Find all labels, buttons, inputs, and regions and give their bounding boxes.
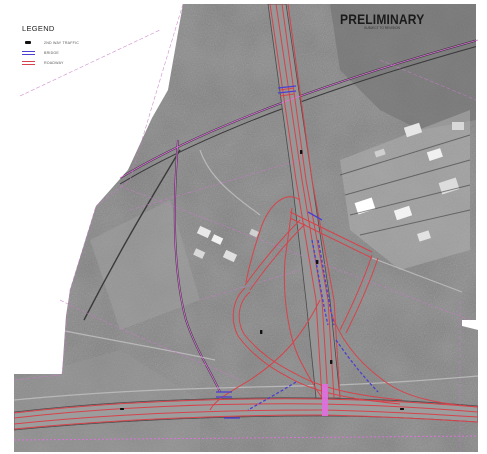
- proposed-roadways: [13, 3, 479, 430]
- legend-label-roadway: ROADWAY: [44, 61, 64, 65]
- legend-item-bridge: BRIDGE: [22, 49, 142, 57]
- freeway-pavement: [14, 397, 478, 431]
- legend-title: LEGEND: [22, 24, 55, 33]
- parcel-lines: [13, 3, 477, 452]
- legend-item-roadway: ROADWAY: [22, 59, 142, 67]
- local-roads: [14, 149, 478, 401]
- industrial-area: [339, 110, 471, 270]
- legend-item-traffic: 2ND WAY TRAFFIC: [22, 39, 142, 47]
- building-cluster: [193, 225, 259, 263]
- legend-label-traffic: 2ND WAY TRAFFIC: [44, 41, 80, 45]
- legend: LEGEND 2ND WAY TRAFFIC BRIDGE ROADWAY: [22, 24, 142, 69]
- stamp-subtitle: SUBJECT TO REVISION: [364, 26, 400, 30]
- bridge-line-icon: [22, 51, 35, 55]
- interchange-structure: [322, 384, 328, 416]
- roadway-line-icon: [22, 61, 35, 65]
- arrow-icon: [22, 41, 35, 44]
- traffic-direction-marks: [120, 150, 404, 410]
- preliminary-stamp: PRELIMINARY SUBJECT TO REVISION: [340, 11, 438, 30]
- stamp-title: PRELIMINARY: [340, 11, 425, 27]
- proposed-bridges: [216, 85, 379, 419]
- rail-overlay: [13, 39, 479, 441]
- legend-label-bridge: BRIDGE: [44, 51, 59, 55]
